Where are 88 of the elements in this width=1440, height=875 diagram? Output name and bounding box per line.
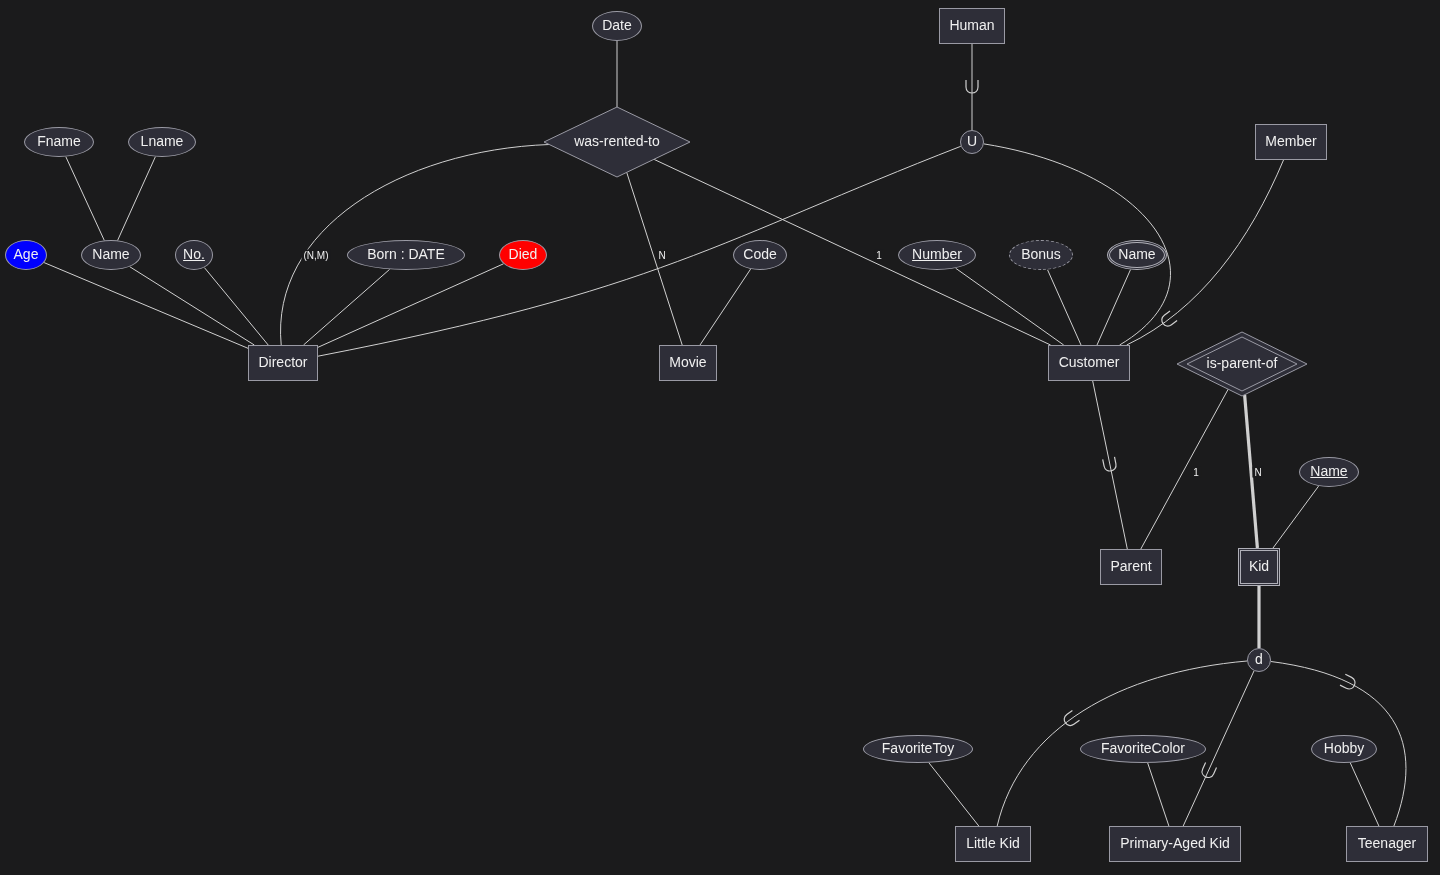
attribute-label: Code (743, 247, 777, 263)
connector-line (129, 266, 255, 346)
connector-line (699, 268, 752, 346)
entity-label: Primary-Aged Kid (1120, 836, 1230, 852)
entity-box (1346, 826, 1428, 862)
entity-label: Little Kid (966, 836, 1020, 852)
relationship-label: was-rented-to (574, 134, 660, 150)
attribute-label: Name (1118, 247, 1156, 263)
attribute-label: No. (183, 247, 205, 263)
connector-line (1047, 269, 1082, 346)
entity-label: Teenager (1357, 836, 1417, 852)
attribute-ellipse (5, 240, 47, 270)
entity-box (939, 8, 1005, 44)
connector-line (1140, 388, 1229, 550)
attribute-label: FavoriteToy (881, 741, 955, 757)
attribute-ellipse (81, 240, 141, 270)
connector-line (1126, 159, 1284, 346)
connector-line (626, 171, 683, 346)
entity-label: Kid (1248, 559, 1270, 575)
cardinality-label: N (656, 249, 668, 261)
attribute-ellipse (733, 240, 787, 270)
connector-line (653, 158, 1052, 346)
attribute-label: Died (508, 247, 538, 263)
connector-line (280, 144, 550, 346)
cardinality-label: 1 (874, 249, 884, 261)
connector-line (1147, 762, 1170, 827)
connector-line (203, 267, 269, 346)
connector-line (303, 268, 391, 346)
connector-line (1096, 269, 1131, 346)
connector-line (983, 143, 1171, 346)
entity-label: Movie (669, 355, 707, 371)
connector-line (43, 262, 249, 349)
entity-label: Director (258, 355, 308, 371)
connector-line (1257, 586, 1261, 648)
identifying-relationship-diamond (1177, 332, 1307, 396)
connector-line (971, 43, 973, 131)
relationship-label: is-parent-of (1206, 356, 1278, 372)
entity-label: Human (949, 18, 995, 34)
key-attribute-ellipse (1299, 457, 1359, 487)
entity-box (248, 345, 318, 381)
union-circle (960, 130, 984, 154)
entity-box (1100, 549, 1162, 585)
entity-box (1048, 345, 1130, 381)
symbol-label: U (966, 134, 978, 150)
entity-label: Parent (1110, 559, 1152, 575)
attribute-ellipse (592, 11, 642, 41)
connector-line (317, 145, 962, 357)
key-attribute-ellipse (175, 240, 213, 270)
attribute-ellipse (1311, 735, 1377, 763)
attribute-label: Bonus (1021, 247, 1061, 263)
attribute-label: Hobby (1323, 741, 1365, 757)
entity-box (1109, 826, 1241, 862)
attribute-label: Born : DATE (367, 247, 445, 263)
attribute-label: Number (912, 247, 962, 263)
connector-line (928, 762, 980, 827)
cardinality-label: (N,M) (301, 249, 331, 261)
cardinality-label: N (1252, 466, 1264, 478)
entity-label: Customer (1058, 355, 1120, 371)
attribute-label: FavoriteColor (1101, 741, 1185, 757)
cardinality-label: 1 (1191, 466, 1201, 478)
connector-line (616, 40, 618, 108)
connector-line (317, 263, 504, 348)
entity-box (659, 345, 717, 381)
connector-line (1243, 394, 1259, 549)
attribute-label: Date (602, 18, 632, 34)
connector-line (1272, 485, 1320, 549)
multivalued-attribute-ellipse (1107, 240, 1167, 270)
symbol-label: d (1255, 652, 1263, 668)
entity-box (955, 826, 1031, 862)
relationship-diamond (544, 107, 690, 177)
entity-box (1255, 124, 1327, 160)
attribute-label: Lname (140, 134, 184, 150)
attribute-label: Name (1310, 464, 1348, 480)
connector-line (1349, 762, 1380, 827)
disjoint-circle (1247, 648, 1271, 672)
attribute-label: Name (92, 247, 130, 263)
connector-line (65, 156, 105, 241)
connector-line (1270, 661, 1407, 827)
attribute-label: Age (13, 247, 39, 263)
entity-label: Member (1265, 134, 1317, 150)
derived-attribute-ellipse (1009, 240, 1073, 270)
connector-line (1092, 380, 1128, 550)
connector-line (1182, 670, 1255, 827)
weak-entity-box (1238, 548, 1280, 586)
connector-line (117, 156, 156, 241)
connector-line (996, 660, 1248, 827)
attribute-label: Fname (37, 134, 81, 150)
attribute-ellipse (499, 240, 547, 270)
